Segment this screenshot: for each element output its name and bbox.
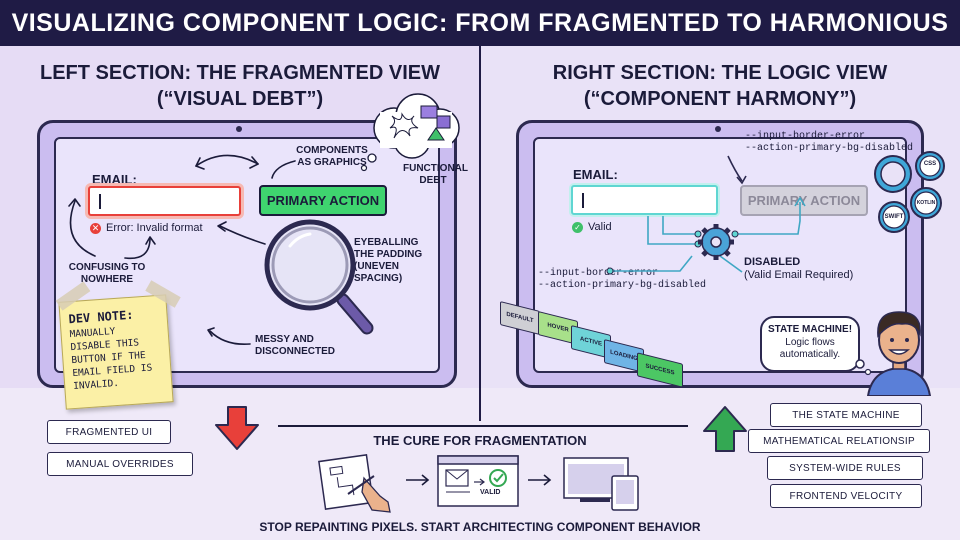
- label-state-machine: THE STATE MACHINE: [770, 403, 922, 427]
- cure-divider-line: [278, 425, 688, 427]
- annotation-confusing: CONFUSING TO NOWHERE: [68, 262, 146, 285]
- label-mathematical-relationship: MATHEMATICAL RELATIONSIP: [748, 429, 930, 453]
- tokens-bottom: --input-border-error --action-primary-bg…: [538, 268, 706, 292]
- left-email-label: EMAIL:: [92, 172, 137, 187]
- annotation-eyeballing: EYEBALLING THE PADDING (UNEVEN SPACING): [354, 237, 423, 284]
- right-email-input[interactable]: [571, 185, 718, 215]
- error-x-icon: ✕: [90, 222, 101, 234]
- tech-gears-icon: [874, 151, 945, 233]
- developer-avatar: [866, 311, 932, 396]
- text-cursor: [582, 193, 584, 208]
- right-email-label: EMAIL:: [573, 167, 618, 182]
- page-title: VISUALIZING COMPONENT LOGIC: FROM FRAGME…: [11, 8, 949, 37]
- header-bar: VISUALIZING COMPONENT LOGIC: FROM FRAGME…: [0, 0, 960, 46]
- token-bottom-1: --input-border-error: [538, 268, 659, 279]
- right-primary-action-button-disabled[interactable]: PRIMARY ACTION: [740, 185, 868, 216]
- valid-window-icon: [437, 455, 519, 507]
- annotation-components-as-graphics: COMPONENTS AS GRAPHICS: [296, 145, 368, 168]
- left-title-line1: LEFT SECTION: THE FRAGMENTED VIEW: [40, 62, 440, 84]
- label-frontend-velocity: FRONTEND VELOCITY: [770, 484, 922, 508]
- check-icon: ✓: [572, 221, 583, 233]
- left-screen: [54, 137, 440, 373]
- gear-css-label: CSS: [923, 161, 937, 167]
- sketch-paper-icon: [318, 454, 391, 513]
- label-fragmented-ui: FRAGMENTED UI: [47, 420, 171, 444]
- state-machine-bubble: STATE MACHINE! Logic flows automatically…: [760, 316, 860, 372]
- token-top-2: --action-primary-bg-disabled: [745, 143, 914, 154]
- double-arrow: [195, 154, 259, 167]
- camera-dot: [715, 126, 721, 132]
- valid-text: Valid: [588, 221, 612, 233]
- error-text: Error: Invalid format: [106, 222, 203, 234]
- dev-note-body: MANUALLY DISABLE THIS BUTTON IF THE EMAI…: [69, 326, 153, 393]
- right-title-line1: RIGHT SECTION: THE LOGIC VIEW: [552, 62, 888, 84]
- right-valid-message: ✓ Valid: [572, 221, 612, 233]
- left-section-title: LEFT SECTION: THE FRAGMENTED VIEW (“VISU…: [10, 60, 470, 112]
- left-title-line2: (“VISUAL DEBT”): [156, 88, 324, 110]
- section-divider: [479, 46, 481, 421]
- magnifier-icon: [264, 219, 374, 335]
- gear-swift-label: SWIFT: [884, 214, 904, 220]
- gear-kotlin-label: KOTLIN: [916, 200, 936, 206]
- thought-cloud-icon: [360, 93, 460, 172]
- label-system-wide-rules: SYSTEM-WIDE RULES: [767, 456, 923, 480]
- cure-title: THE CURE FOR FRAGMENTATION: [373, 433, 587, 448]
- annotation-functional-debt: FUNCTIONAL DEBT: [403, 163, 468, 186]
- bubble-title: STATE MACHINE!: [767, 324, 853, 335]
- disabled-state-label: DISABLED (Valid Email Required): [744, 256, 853, 282]
- token-top-1: --input-border-error: [745, 131, 866, 142]
- left-doodles: [68, 93, 460, 346]
- tagline: STOP REPAINTING PIXELS. START ARCHITECTI…: [259, 520, 701, 534]
- left-primary-action-button[interactable]: PRIMARY ACTION: [259, 185, 387, 216]
- label-manual-overrides: MANUAL OVERRIDES: [47, 452, 193, 476]
- disabled-title: DISABLED: [744, 256, 801, 268]
- red-down-arrow-icon: [215, 406, 259, 450]
- gear-icon: [698, 224, 734, 260]
- green-up-arrow-icon: [703, 406, 747, 452]
- right-doodles: [606, 151, 945, 275]
- annotation-messy: MESSY AND DISCONNECTED: [255, 334, 336, 357]
- bubble-body: Logic flows automatically.: [779, 337, 841, 360]
- right-section-title: RIGHT SECTION: THE LOGIC VIEW (“COMPONEN…: [490, 60, 950, 112]
- devices-icon: [563, 457, 639, 511]
- disabled-sub: (Valid Email Required): [744, 269, 854, 281]
- text-cursor: [99, 194, 101, 209]
- token-bottom-2: --action-primary-bg-disabled: [538, 280, 707, 291]
- left-error-message: ✕ Error: Invalid format: [90, 222, 203, 234]
- left-email-input[interactable]: [88, 186, 241, 216]
- right-title-line2: (“COMPONENT HARMONY”): [583, 88, 857, 110]
- dev-note-sticky: DEV NOTE: MANUALLY DISABLE THIS BUTTON I…: [58, 294, 174, 410]
- tokens-top: --input-border-error --action-primary-bg…: [745, 131, 913, 155]
- cure-flow-illustration: [318, 454, 639, 513]
- valid-badge: VALID: [480, 489, 501, 496]
- camera-dot: [236, 126, 242, 132]
- bubble-tail: [855, 359, 872, 376]
